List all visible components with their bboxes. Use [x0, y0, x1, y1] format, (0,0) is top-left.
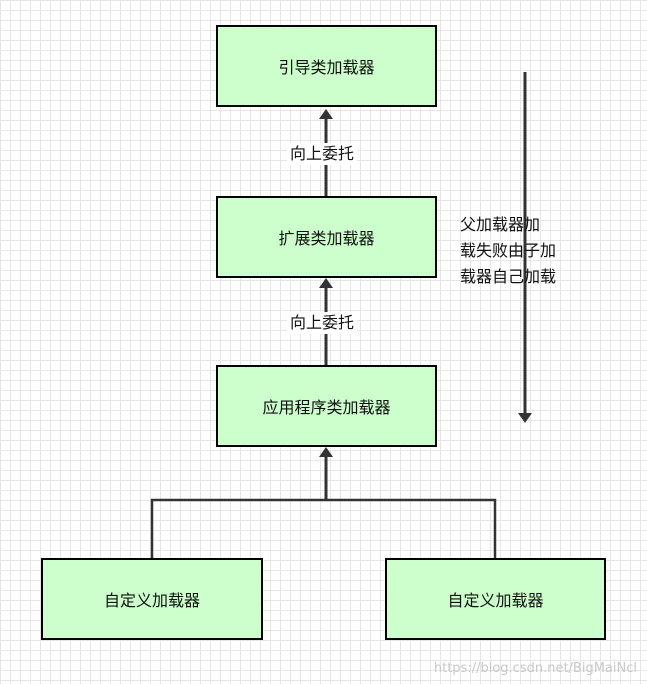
extension-loader-label: 扩展类加载器	[278, 229, 375, 248]
application-loader-node: 应用程序类加载器	[216, 365, 437, 447]
bootstrap-loader-node: 引导类加载器	[216, 25, 437, 107]
custom-loader-left-label: 自定义加载器	[103, 591, 200, 610]
lower-delegate-label: 向上委托	[287, 312, 358, 334]
connector-custom-left	[150, 498, 326, 558]
watermark: https://blog.csdn.net/BigMaiNcl	[433, 661, 637, 676]
custom-loader-left-node: 自定义加载器	[41, 558, 263, 640]
bootstrap-loader-label: 引导类加载器	[278, 58, 375, 77]
fallback-note: 父加载器加 载失败由子加 载器自己加载	[460, 212, 600, 290]
application-loader-label: 应用程序类加载器	[262, 398, 391, 417]
extension-loader-node: 扩展类加载器	[216, 196, 437, 278]
fallback-note-line-3: 载器自己加载	[460, 267, 557, 286]
connector-custom-right	[326, 498, 497, 558]
upper-delegate-label: 向上委托	[287, 143, 358, 165]
custom-loader-right-label: 自定义加载器	[447, 591, 544, 610]
fallback-note-line-1: 父加载器加	[460, 215, 541, 234]
fallback-note-line-2: 载失败由子加	[460, 241, 557, 260]
custom-loader-right-node: 自定义加载器	[385, 558, 606, 640]
